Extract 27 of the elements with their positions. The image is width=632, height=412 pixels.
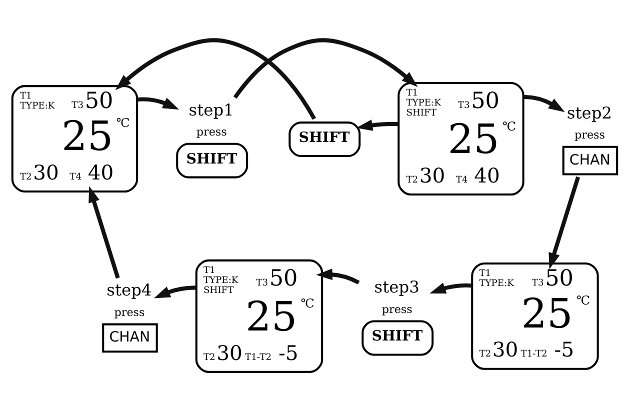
node-box: T1 TYPE:K T3 50 25℃ T2 30 T1-T2 -5 [471, 262, 599, 370]
arrow [356, 120, 399, 131]
node-box: SHIFT [288, 122, 361, 158]
node-box: SHIFT [362, 320, 434, 356]
node-label: step3 [374, 278, 420, 297]
node-box: T1 TYPE:K SHIFT T3 50 25℃ T2 30 T1-T2 -5 [195, 259, 324, 373]
node-label: press [196, 126, 227, 139]
node-box: T1 TYPE:K T3 50 25℃ T2 30 T4 40 [11, 85, 138, 193]
arrow [316, 268, 360, 284]
node-box: T1 TYPE:K SHIFT T3 50 25℃ T2 30 T4 40 [398, 82, 524, 196]
arrow [548, 176, 580, 270]
node-box: CHAN [102, 323, 158, 353]
node-box: SHIFT [176, 142, 248, 178]
node-label: press [382, 302, 412, 316]
node-label: step1 [188, 100, 234, 120]
node-box: CHAN [562, 146, 618, 176]
node-label: press [114, 306, 145, 319]
arrow [233, 38, 418, 99]
node-label: step2 [566, 103, 612, 122]
arrow [430, 282, 472, 294]
arrow [115, 38, 316, 120]
node-label: press [574, 128, 606, 142]
arrow [88, 186, 120, 279]
arrow [523, 94, 565, 112]
arrow [137, 97, 180, 110]
node-label: step4 [106, 280, 152, 300]
arrow [154, 286, 196, 298]
